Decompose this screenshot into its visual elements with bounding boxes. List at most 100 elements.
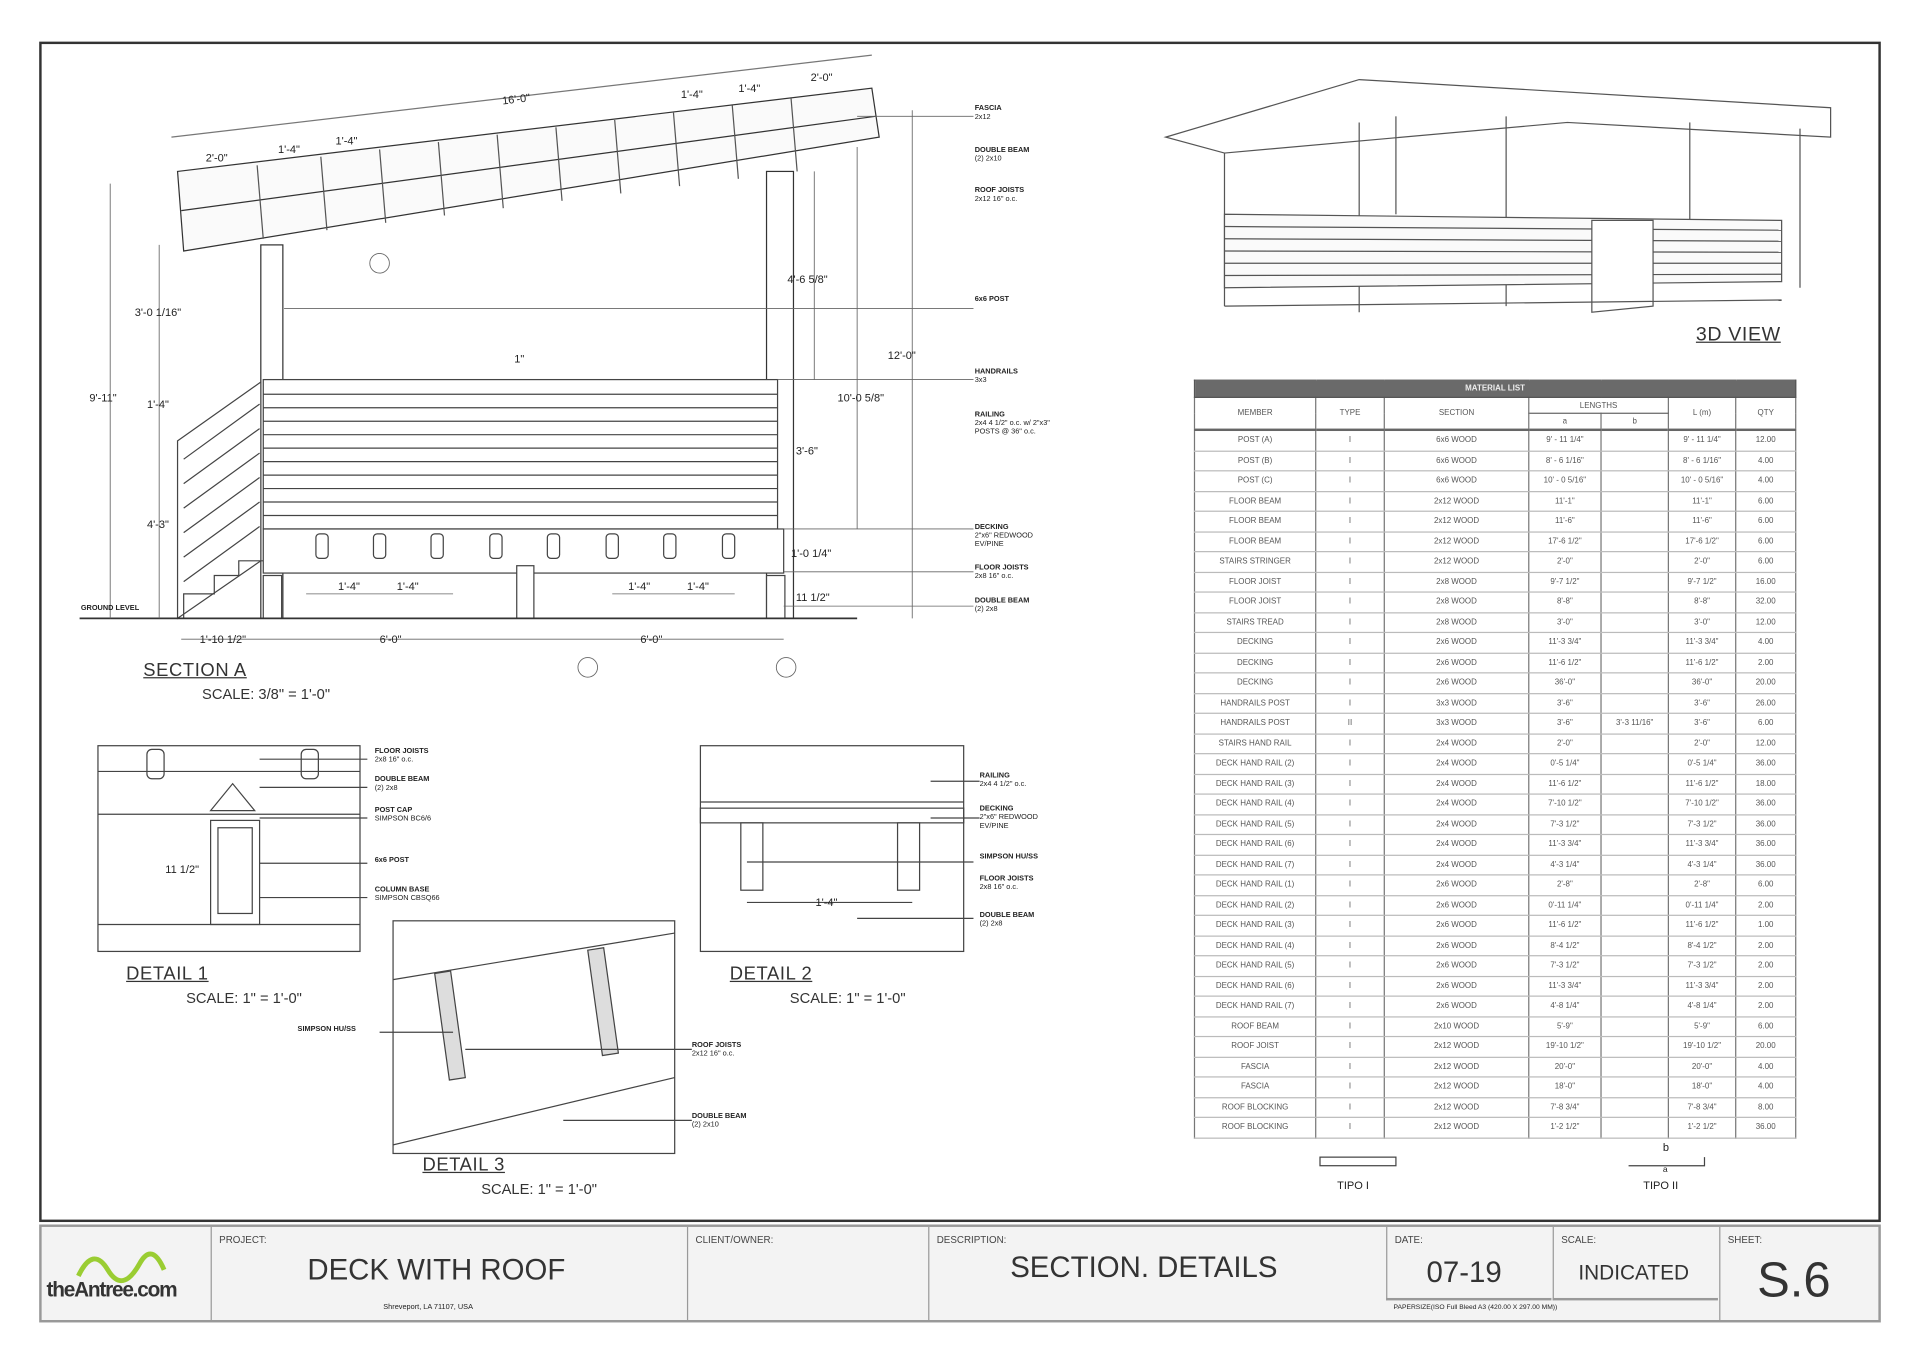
cell-type: I xyxy=(1315,1097,1385,1118)
cell-type: I xyxy=(1315,652,1385,674)
logo-text: theAntree.com xyxy=(46,1278,178,1302)
tipo-1-label: TIPO I xyxy=(1337,1179,1369,1192)
cell-qty: 6.00 xyxy=(1735,511,1797,533)
cell-section: 2x6 WOOD xyxy=(1383,955,1530,977)
cell-section: 2x6 WOOD xyxy=(1383,935,1530,957)
cell-section: 2x6 WOOD xyxy=(1383,672,1530,694)
cell-member: HANDRAILS POST xyxy=(1193,693,1317,714)
cell-type: I xyxy=(1315,733,1385,755)
col-lengths: LENGTHS xyxy=(1528,397,1669,414)
material-list-table: MATERIAL LIST MEMBER TYPE SECTION LENGTH… xyxy=(1193,379,1797,1139)
cell-type: I xyxy=(1315,429,1385,452)
cell-qty: 36.00 xyxy=(1735,834,1797,856)
section-a-stairs xyxy=(176,380,264,620)
cell-section: 2x4 WOOD xyxy=(1383,733,1530,755)
label-double-beam-2: DOUBLE BEAM(2) 2x8 xyxy=(974,597,1030,614)
cell-len-a: 4'-3 1/4" xyxy=(1528,854,1602,876)
cell-len-a: 11'-6" xyxy=(1528,511,1602,533)
cell-section: 2x12 WOOD xyxy=(1383,1076,1530,1098)
cell-qty: 6.00 xyxy=(1735,491,1797,512)
detail-1-drawing xyxy=(97,745,368,953)
cell-member: FLOOR BEAM xyxy=(1193,491,1317,512)
d1-label: 6x6 POST xyxy=(374,857,409,865)
cell-length: 18'-0" xyxy=(1667,1076,1737,1098)
client-cell: CLIENT/OWNER: xyxy=(686,1226,927,1321)
cell-member: STAIRS HAND RAIL xyxy=(1193,733,1317,755)
dim: 1'-4" xyxy=(337,580,360,593)
cell-section: 2x12 WOOD xyxy=(1383,1036,1530,1058)
col-member: MEMBER xyxy=(1193,397,1317,431)
papersize-note: PAPERSIZE(ISO Full Bleed A3 (420.00 X 29… xyxy=(1393,1304,1558,1312)
cell-member: DECKING xyxy=(1193,672,1317,694)
cell-member: POST (A) xyxy=(1193,429,1317,452)
cell-qty: 1.00 xyxy=(1735,915,1797,937)
project-cell: PROJECT: DECK WITH ROOF Shreveport, LA 7… xyxy=(210,1226,686,1321)
cell-qty: 36.00 xyxy=(1735,1117,1797,1139)
cell-qty: 2.00 xyxy=(1735,895,1797,916)
cell-member: ROOF JOIST xyxy=(1193,1036,1317,1058)
dim: 6'-0" xyxy=(379,633,402,646)
cell-qty: 4.00 xyxy=(1735,1076,1797,1098)
cell-length: 10' - 0 5/16" xyxy=(1667,470,1737,492)
cell-len-b xyxy=(1600,733,1669,755)
cell-type: I xyxy=(1315,1016,1385,1038)
cell-len-a: 3'-6" xyxy=(1528,713,1602,735)
cell-len-b xyxy=(1600,450,1669,472)
cell-qty: 2.00 xyxy=(1735,935,1797,957)
cell-len-a: 7'-3 1/2" xyxy=(1528,955,1602,977)
cell-length: 11'-1" xyxy=(1667,491,1737,512)
cell-section: 2x6 WOOD xyxy=(1383,996,1530,1017)
cell-len-b xyxy=(1600,955,1669,977)
cell-len-a: 11'-6 1/2" xyxy=(1528,773,1602,795)
cell-len-b xyxy=(1600,834,1669,856)
cell-len-a: 11'-6 1/2" xyxy=(1528,652,1602,674)
cell-type: I xyxy=(1315,874,1385,896)
cell-len-b xyxy=(1600,996,1669,1017)
dim: 6'-0" xyxy=(640,633,663,646)
cell-qty: 6.00 xyxy=(1735,531,1797,553)
cell-type: I xyxy=(1315,470,1385,492)
cell-len-a: 3'-0" xyxy=(1528,612,1602,634)
cell-length: 11'-6" xyxy=(1667,511,1737,533)
cell-type: I xyxy=(1315,915,1385,937)
cell-member: DECK HAND RAIL (6) xyxy=(1193,834,1317,856)
cell-section: 3x3 WOOD xyxy=(1383,693,1530,714)
cell-len-b xyxy=(1600,915,1669,937)
cell-type: I xyxy=(1315,773,1385,795)
dim: 3'-0 1/16" xyxy=(134,306,182,319)
cell-member: FLOOR BEAM xyxy=(1193,511,1317,533)
detail-3-drawing xyxy=(379,920,692,1155)
project-name: DECK WITH ROOF xyxy=(307,1253,566,1287)
cell-section: 2x12 WOOD xyxy=(1383,511,1530,533)
cell-member: DECK HAND RAIL (6) xyxy=(1193,975,1317,997)
cell-type: I xyxy=(1315,1076,1385,1098)
dim: 1'-4" xyxy=(680,88,703,101)
cell-member: FLOOR BEAM xyxy=(1193,531,1317,553)
cell-qty: 2.00 xyxy=(1735,996,1797,1017)
cell-section: 3x3 WOOD xyxy=(1383,713,1530,735)
cell-section: 2x4 WOOD xyxy=(1383,854,1530,876)
d2-label: SIMPSON HU/SS xyxy=(979,853,1038,861)
cell-len-b xyxy=(1600,935,1669,957)
cell-length: 8'-8" xyxy=(1667,592,1737,613)
cell-section: 2x4 WOOD xyxy=(1383,794,1530,815)
detail-1-title: DETAIL 1 xyxy=(126,963,209,985)
d1-dim: 11 1/2" xyxy=(165,863,200,876)
cell-length: 3'-6" xyxy=(1667,693,1737,714)
cell-qty: 36.00 xyxy=(1735,753,1797,775)
